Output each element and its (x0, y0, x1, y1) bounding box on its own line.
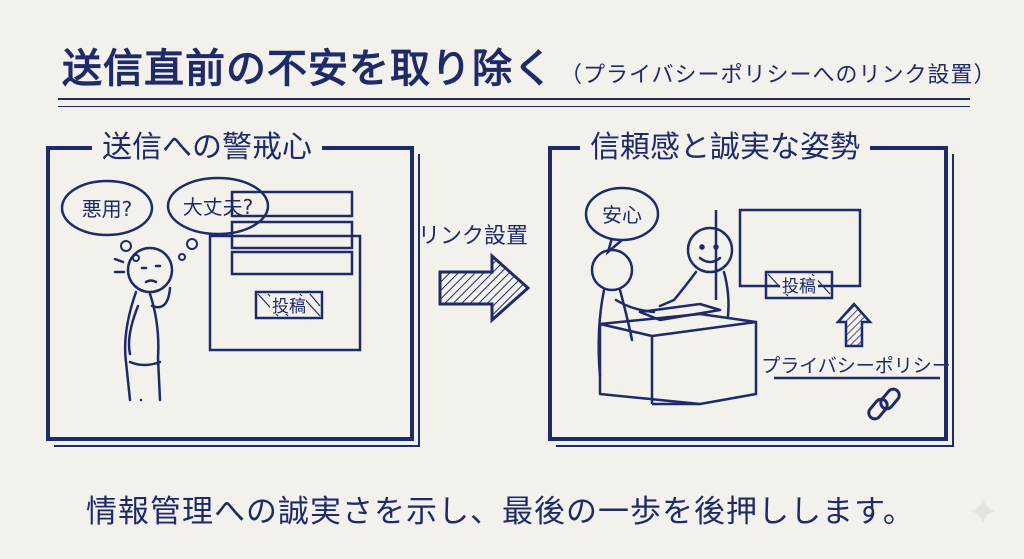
page-title: 送信直前の不安を取り除く（プライバシーポリシーへのリンク設置） (62, 36, 997, 94)
chain-link-icon (867, 387, 901, 421)
left-panel-title: 送信への警戒心 (92, 122, 322, 166)
title-subtitle: （プライバシーポリシーへのリンク設置） (560, 63, 997, 88)
staff-person (658, 226, 734, 318)
title-underline (58, 98, 970, 107)
right-panel-title: 信頼感と誠実な姿勢 (580, 122, 870, 166)
privacy-policy-link-text[interactable]: プライバシーポリシー (761, 355, 951, 377)
title-main: 送信直前の不安を取り除く (62, 46, 554, 92)
transition-arrow (438, 252, 531, 324)
submission-form (208, 190, 362, 352)
footer-caption: 情報管理への誠実さを示し、最後の一歩を後押しします。 (86, 494, 915, 530)
pointer-arrow (835, 302, 873, 348)
worried-person (113, 246, 174, 402)
bubble-text-misuse: 悪用? (82, 197, 133, 221)
post-button-left: 投稿 (254, 290, 324, 320)
post-button-right: 投稿 (764, 270, 834, 300)
arrow-label: リンク設置 (418, 224, 529, 249)
privacy-policy-link[interactable]: プライバシーポリシー (761, 355, 951, 380)
bubble-text-relief: 安心 (602, 203, 642, 227)
post-button-right-label: 投稿 (782, 277, 816, 297)
sparkle-icon (970, 498, 996, 524)
arrow-shape (438, 252, 531, 324)
speech-bubble-relief: 安心 (584, 186, 660, 256)
post-button-left-label: 投稿 (272, 297, 306, 317)
customer-person (590, 248, 656, 378)
reception-desk (598, 302, 758, 406)
